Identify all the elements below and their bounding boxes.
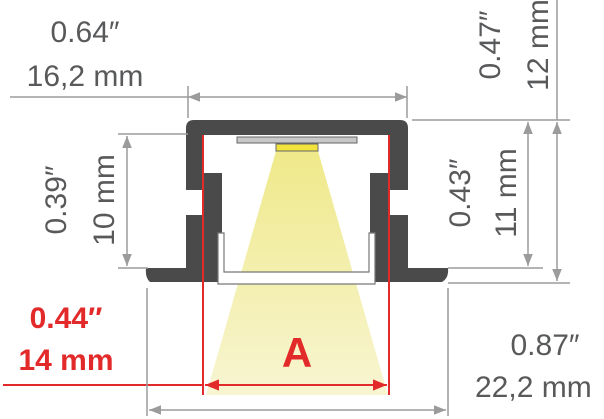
led-pcb [236, 136, 358, 144]
top-width-inch: 0.64″ [50, 16, 119, 49]
inner-height-right-inch: 0.43″ [444, 158, 477, 227]
opening-width-inch: 0.44″ [30, 302, 103, 335]
opening-label-a: A [282, 329, 312, 376]
flange-width-mm: 22,2 mm [475, 371, 592, 404]
total-height-mm: 12 mm [522, 0, 555, 91]
inner-height-left-inch: 0.39″ [40, 165, 73, 234]
total-height-inch: 0.47″ [474, 10, 507, 79]
opening-width-mm: 14 mm [18, 344, 113, 377]
led-chip [275, 143, 319, 152]
dimension-lines [10, 0, 570, 416]
flange-width-inch: 0.87″ [510, 329, 579, 362]
inner-height-left-mm: 10 mm [88, 154, 121, 246]
diffuser-cover [217, 232, 376, 285]
inner-height-right-mm: 11 mm [490, 148, 523, 237]
top-width-mm: 16,2 mm [27, 60, 144, 93]
